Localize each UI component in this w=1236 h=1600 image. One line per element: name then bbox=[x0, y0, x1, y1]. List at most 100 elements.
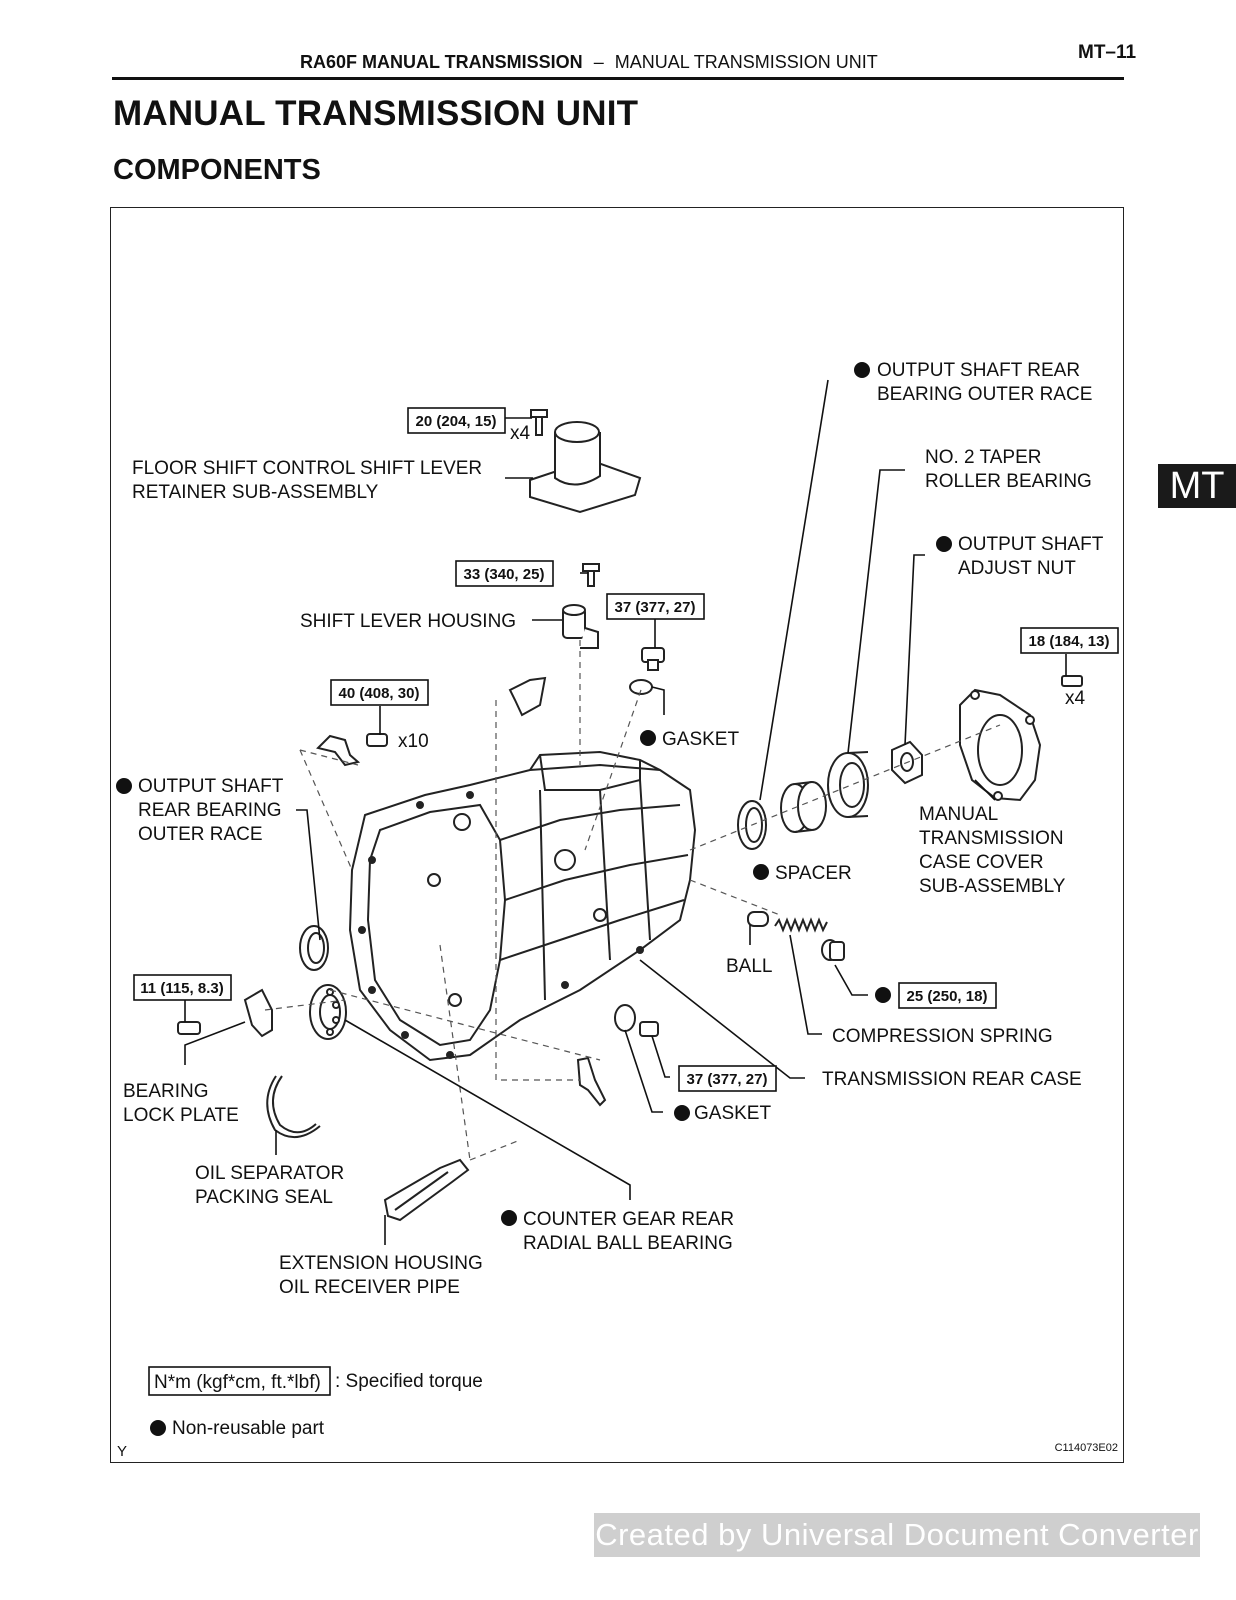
torque-box-8: 37 (377, 27) bbox=[678, 1065, 777, 1092]
label-case-cover-line4: SUB-ASSEMBLY bbox=[919, 876, 1066, 897]
label-ext-housing-line1: EXTENSION HOUSING bbox=[279, 1253, 483, 1274]
case-cover-drawing bbox=[959, 688, 1042, 802]
torque-box-5: 18 (184, 13) bbox=[1020, 627, 1119, 654]
torque-value-4: 40 (408, 30) bbox=[339, 685, 420, 702]
label-counter-gear-line1: COUNTER GEAR REAR bbox=[523, 1209, 734, 1230]
legend-nonreusable-text: Non-reusable part bbox=[172, 1418, 325, 1439]
components-figure bbox=[110, 207, 1124, 1463]
label-ext-housing-line2: OIL RECEIVER PIPE bbox=[279, 1277, 460, 1298]
multiplier-x4-top: x4 bbox=[510, 423, 531, 444]
header-subsection: MANUAL TRANSMISSION UNIT bbox=[614, 52, 878, 72]
spacer-drawing bbox=[780, 781, 827, 833]
legend-torque: N*m (kgf*cm, ft.*lbf) : Specified torque bbox=[148, 1366, 483, 1396]
section-heading: COMPONENTS bbox=[113, 154, 321, 186]
lever-retainer-drawing bbox=[529, 409, 642, 514]
legend-nonreusable: Non-reusable part bbox=[150, 1418, 325, 1439]
torque-box-3: 37 (377, 27) bbox=[606, 593, 705, 620]
plug-top-drawing bbox=[629, 647, 665, 695]
label-counter-gear-line2: RADIAL BALL BEARING bbox=[523, 1233, 733, 1254]
nonreusable-dot-osrbor-top bbox=[854, 362, 870, 378]
torque-value-5: 18 (184, 13) bbox=[1029, 633, 1110, 650]
label-oil-separator-line1: OIL SEPARATOR bbox=[195, 1163, 344, 1184]
section-tab: MT bbox=[1158, 464, 1236, 508]
label-ball: BALL bbox=[726, 956, 772, 977]
watermark: Created by Universal Document Converter bbox=[594, 1513, 1200, 1557]
ball-drawing bbox=[747, 911, 769, 927]
nonreusable-dot-counter-gear bbox=[501, 1210, 517, 1226]
torque-box-1: 20 (204, 15) bbox=[407, 407, 506, 434]
label-floor-shift-line1: FLOOR SHIFT CONTROL SHIFT LEVER bbox=[132, 458, 482, 479]
output-shaft-race-left-drawing bbox=[299, 925, 329, 971]
torque-value-8: 37 (377, 27) bbox=[687, 1071, 768, 1088]
label-osrbor-top-line1: OUTPUT SHAFT REAR bbox=[877, 360, 1080, 381]
torque-box-6: 11 (115, 8.3) bbox=[133, 974, 232, 1001]
counter-gear-bearing-drawing bbox=[309, 984, 347, 1040]
shift-lever-housing-drawing bbox=[562, 563, 600, 649]
nonreusable-dot-spacer bbox=[753, 864, 769, 880]
torque-box-7: 25 (250, 18) bbox=[898, 982, 997, 1009]
label-rear-case: TRANSMISSION REAR CASE bbox=[822, 1069, 1082, 1090]
bolt-x10-drawing bbox=[316, 733, 388, 767]
multiplier-x4-right: x4 bbox=[1065, 688, 1086, 709]
torque-box-4: 40 (408, 30) bbox=[330, 679, 429, 706]
header-separator: – bbox=[593, 52, 604, 72]
bracket-bottom-drawing bbox=[576, 1056, 607, 1107]
oil-separator-drawing bbox=[266, 1075, 321, 1138]
taper-bearing-drawing bbox=[827, 751, 869, 818]
nonreusable-dot-plug bbox=[875, 987, 891, 1003]
nonreusable-dot-adjust-nut bbox=[936, 536, 952, 552]
torque-box-2: 33 (340, 25) bbox=[455, 560, 554, 587]
transmission-rear-case-drawing bbox=[348, 750, 697, 1062]
label-spacer: SPACER bbox=[775, 863, 852, 884]
legend-torque-text: : Specified torque bbox=[335, 1371, 483, 1392]
nonreusable-dot-gasket-top bbox=[640, 730, 656, 746]
label-bearing-lock-line1: BEARING bbox=[123, 1081, 209, 1102]
legend-torque-unit: N*m (kgf*cm, ft.*lbf) bbox=[154, 1372, 321, 1393]
label-adjust-nut-line2: ADJUST NUT bbox=[958, 558, 1076, 579]
bearing-lock-plate-drawing bbox=[177, 988, 273, 1038]
label-floor-shift-line2: RETAINER SUB-ASSEMBLY bbox=[132, 482, 379, 503]
nonreusable-dot-gasket-bottom bbox=[674, 1105, 690, 1121]
label-osrbor-left-line2: REAR BEARING bbox=[138, 800, 282, 821]
label-osrbor-left-line1: OUTPUT SHAFT bbox=[138, 776, 284, 797]
label-shift-lever-housing: SHIFT LEVER HOUSING bbox=[300, 611, 516, 632]
header-section-title: RA60F MANUAL TRANSMISSION bbox=[300, 52, 583, 72]
torque-value-2: 33 (340, 25) bbox=[464, 566, 545, 583]
label-taper-line1: NO. 2 TAPER bbox=[925, 447, 1042, 468]
leader-lines bbox=[184, 379, 1067, 1245]
output-shaft-race-right-drawing bbox=[737, 800, 767, 850]
label-gasket-bottom: GASKET bbox=[694, 1103, 771, 1124]
label-adjust-nut-line1: OUTPUT SHAFT bbox=[958, 534, 1104, 555]
alignment-lines bbox=[264, 640, 1001, 1161]
spring-plug-drawing bbox=[821, 939, 845, 961]
plug-bottom-drawing bbox=[639, 1021, 659, 1037]
label-taper-line2: ROLLER BEARING bbox=[925, 471, 1092, 492]
torque-value-6: 11 (115, 8.3) bbox=[140, 980, 223, 997]
torque-value-3: 37 (377, 27) bbox=[615, 599, 696, 616]
bolt-x4-right-drawing bbox=[1061, 675, 1083, 687]
running-header: RA60F MANUAL TRANSMISSION – MANUAL TRANS… bbox=[300, 52, 878, 73]
label-case-cover-line2: TRANSMISSION bbox=[919, 828, 1064, 849]
corner-letter: Y bbox=[117, 1443, 127, 1460]
figure-code: C114073E02 bbox=[1055, 1442, 1118, 1454]
label-osrbor-top-line2: BEARING OUTER RACE bbox=[877, 384, 1092, 405]
torque-value-1: 20 (204, 15) bbox=[416, 413, 497, 430]
label-compression-spring: COMPRESSION SPRING bbox=[832, 1026, 1053, 1047]
nonreusable-dot-osrbor-left bbox=[116, 778, 132, 794]
page-title: MANUAL TRANSMISSION UNIT bbox=[113, 94, 639, 133]
label-gasket-top: GASKET bbox=[662, 729, 739, 750]
compression-spring-drawing bbox=[774, 917, 828, 933]
label-case-cover-line3: CASE COVER bbox=[919, 852, 1044, 873]
label-case-cover-line1: MANUAL bbox=[919, 804, 998, 825]
torque-value-7: 25 (250, 18) bbox=[907, 988, 988, 1005]
multiplier-x10: x10 bbox=[398, 731, 429, 752]
label-bearing-lock-line2: LOCK PLATE bbox=[123, 1105, 239, 1126]
bracket-drawing bbox=[508, 676, 547, 717]
header-rule bbox=[112, 77, 1124, 80]
page-number: MT–11 bbox=[1078, 42, 1137, 63]
oil-pipe-drawing bbox=[383, 1158, 470, 1222]
gasket-bottom-drawing bbox=[614, 1004, 636, 1032]
label-osrbor-left-line3: OUTER RACE bbox=[138, 824, 263, 845]
label-oil-separator-line2: PACKING SEAL bbox=[195, 1187, 333, 1208]
